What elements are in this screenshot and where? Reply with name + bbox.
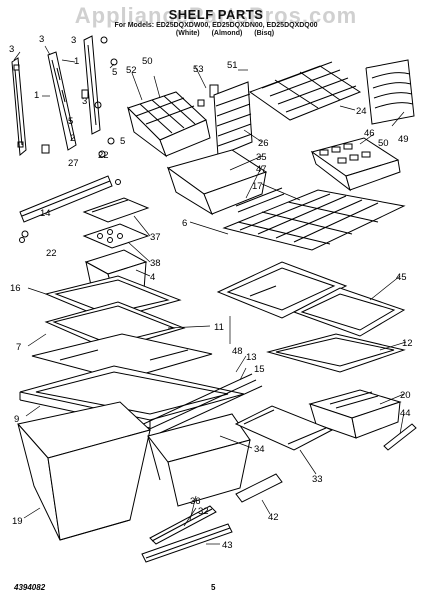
callout-24: 24 — [356, 106, 367, 117]
pan-rail — [383, 423, 417, 451]
callout-2: 2 — [70, 133, 75, 144]
callout-22: 22 — [98, 150, 109, 161]
pan-slide-frame — [234, 405, 334, 451]
rail-screws — [21, 36, 118, 238]
shelf-screws — [19, 179, 121, 243]
callout-46: 46 — [364, 128, 375, 139]
callout-53: 53 — [193, 64, 204, 75]
slide-out-rack — [213, 81, 253, 157]
callout-27: 27 — [68, 158, 79, 169]
callout-20: 20 — [400, 390, 411, 401]
callout-50: 50 — [142, 56, 153, 67]
callout-44: 44 — [400, 408, 411, 419]
callout-1: 1 — [34, 90, 39, 101]
callout-34: 34 — [254, 444, 265, 455]
callout-14: 14 — [40, 208, 51, 219]
glass-shelf-right — [216, 261, 348, 319]
meat-pan — [308, 389, 402, 439]
can-rack — [365, 59, 415, 125]
callout-48: 48 — [232, 346, 243, 357]
callout-50: 50 — [378, 138, 389, 149]
document-number: 4394082 — [14, 583, 46, 592]
wire-basket — [127, 91, 211, 158]
callout-16: 16 — [10, 283, 21, 294]
callout-51: 51 — [227, 60, 238, 71]
dairy-door — [82, 197, 150, 223]
callout-11: 11 — [214, 322, 224, 333]
callout-9: 9 — [14, 414, 19, 425]
callout-5: 5 — [68, 116, 73, 127]
egg-bin — [310, 137, 401, 192]
callout-43: 43 — [222, 540, 233, 551]
callout-12: 12 — [402, 338, 413, 349]
callout-4: 4 — [150, 272, 155, 283]
callout-7: 7 — [16, 342, 21, 353]
wire-shelf-upper — [248, 61, 362, 121]
callout-leaders — [13, 45, 407, 545]
shelf-rail-center-left — [41, 51, 77, 154]
watermark: AppliancePartsPros.com — [74, 3, 358, 28]
callout-3: 3 — [9, 44, 14, 55]
callout-38: 38 — [150, 258, 161, 269]
shelf-rail-left — [11, 57, 27, 156]
callout-1: 1 — [74, 56, 79, 67]
page-number: 5 — [211, 583, 216, 592]
callout-5: 5 — [112, 67, 117, 78]
callout-6: 6 — [182, 218, 187, 229]
callout-36: 36 — [190, 496, 201, 507]
crisper-drawer-right — [147, 413, 251, 507]
butter-dish-insert — [82, 223, 150, 249]
callout-35: 35 — [256, 152, 267, 163]
shelf-support-bar — [19, 175, 113, 223]
callout-5: 5 — [120, 136, 125, 147]
callout-19: 19 — [12, 516, 23, 527]
callout-26: 26 — [258, 138, 269, 149]
callout-22: 22 — [46, 248, 57, 259]
meat-pan-cover — [266, 333, 406, 373]
shelf-rail-right — [81, 35, 101, 135]
wire-shelf-lower — [222, 187, 406, 251]
callout-17: 17 — [252, 181, 263, 192]
crisper-drawer-left — [17, 401, 151, 541]
callout-3: 3 — [39, 34, 44, 45]
callout-49: 49 — [398, 134, 409, 145]
page-title: SHELF PARTS — [168, 7, 264, 22]
model-numbers: For Models: ED25DQXDW00, ED25DQXDN00, ED… — [114, 22, 318, 29]
callout-33: 33 — [312, 474, 323, 485]
callout-32: 32 — [198, 506, 209, 517]
callout-labels: 3 3 3 3 1 1 5 5 5 2 50 53 51 52 24 26 49… — [9, 34, 413, 551]
callout-52: 52 — [126, 65, 137, 76]
callout-37: 37 — [150, 232, 161, 243]
callout-47: 47 — [256, 164, 267, 175]
drawer-slides — [141, 473, 283, 563]
callout-45: 45 — [396, 272, 407, 283]
callout-42: 42 — [268, 512, 279, 523]
deli-drawer — [166, 149, 268, 216]
callout-13: 13 — [246, 352, 257, 363]
callout-3: 3 — [71, 35, 76, 46]
model-colors: (White) (Almond) (Bisq) — [175, 30, 275, 37]
callout-3: 3 — [82, 96, 87, 107]
glass-shelf-right-rear — [292, 287, 406, 337]
callout-15: 15 — [254, 364, 265, 375]
